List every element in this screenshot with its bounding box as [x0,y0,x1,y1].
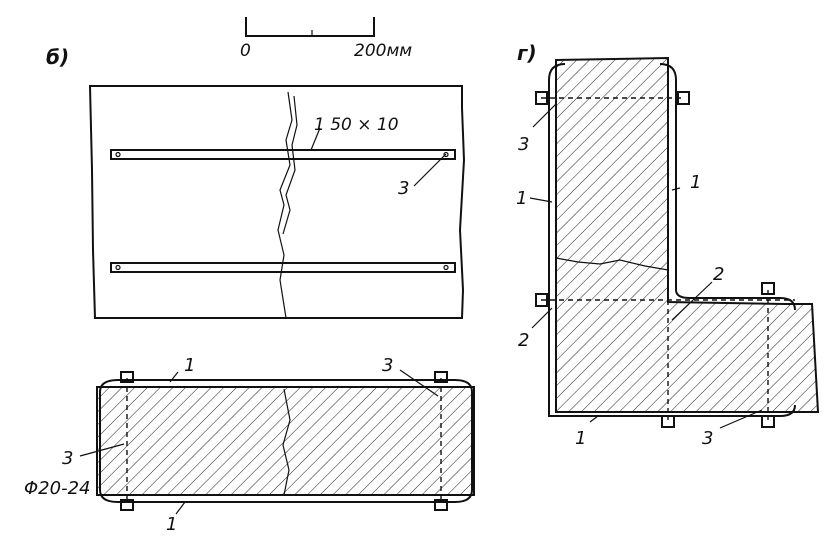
strap-inner [659,63,796,311]
bolt-left [120,371,134,511]
label-3-upper: 3 [518,134,529,155]
label-1-right: 1 [690,172,701,193]
strap-outer [548,63,796,417]
scale-end-label: 200мм [354,41,412,61]
bolt-heads-g [535,91,775,428]
label-3-section-left: 3 [62,448,73,469]
section-hatch [97,387,473,495]
clamp-band [99,379,473,503]
section-outline [96,386,475,496]
panel-g-letter: г) [517,41,537,65]
label-bolt-diameter: Φ20-24 [24,478,90,499]
label-3-section-right: 3 [382,355,393,376]
panel-b: б) 1 50 × 10 3 [24,45,475,535]
label-1-section-top: 1 [184,355,195,376]
steel-strip-lower [110,262,456,273]
bolt-right [434,371,448,511]
crack-line [277,91,293,319]
scale-zero-label: 0 [240,41,251,61]
panel-b-letter: б) [46,45,69,69]
plan-view-outline [88,85,466,319]
label-3-plan: 3 [398,178,409,199]
label-2-right: 2 [713,264,724,285]
label-1-lower: 1 [575,428,586,449]
steel-strip-upper [110,149,456,160]
label-1-left: 1 [516,188,527,209]
panel-g: г) 3 1 1 2 2 1 [516,41,820,449]
wall-crack [555,257,669,271]
label-strip-size: 1 50 × 10 [314,115,399,135]
label-3-lower: 3 [702,428,713,449]
wall-hatch [556,58,818,412]
scale-bar: 0 200мм [240,17,412,61]
label-2-left: 2 [518,330,529,351]
label-1-section-bottom: 1 [166,514,177,535]
